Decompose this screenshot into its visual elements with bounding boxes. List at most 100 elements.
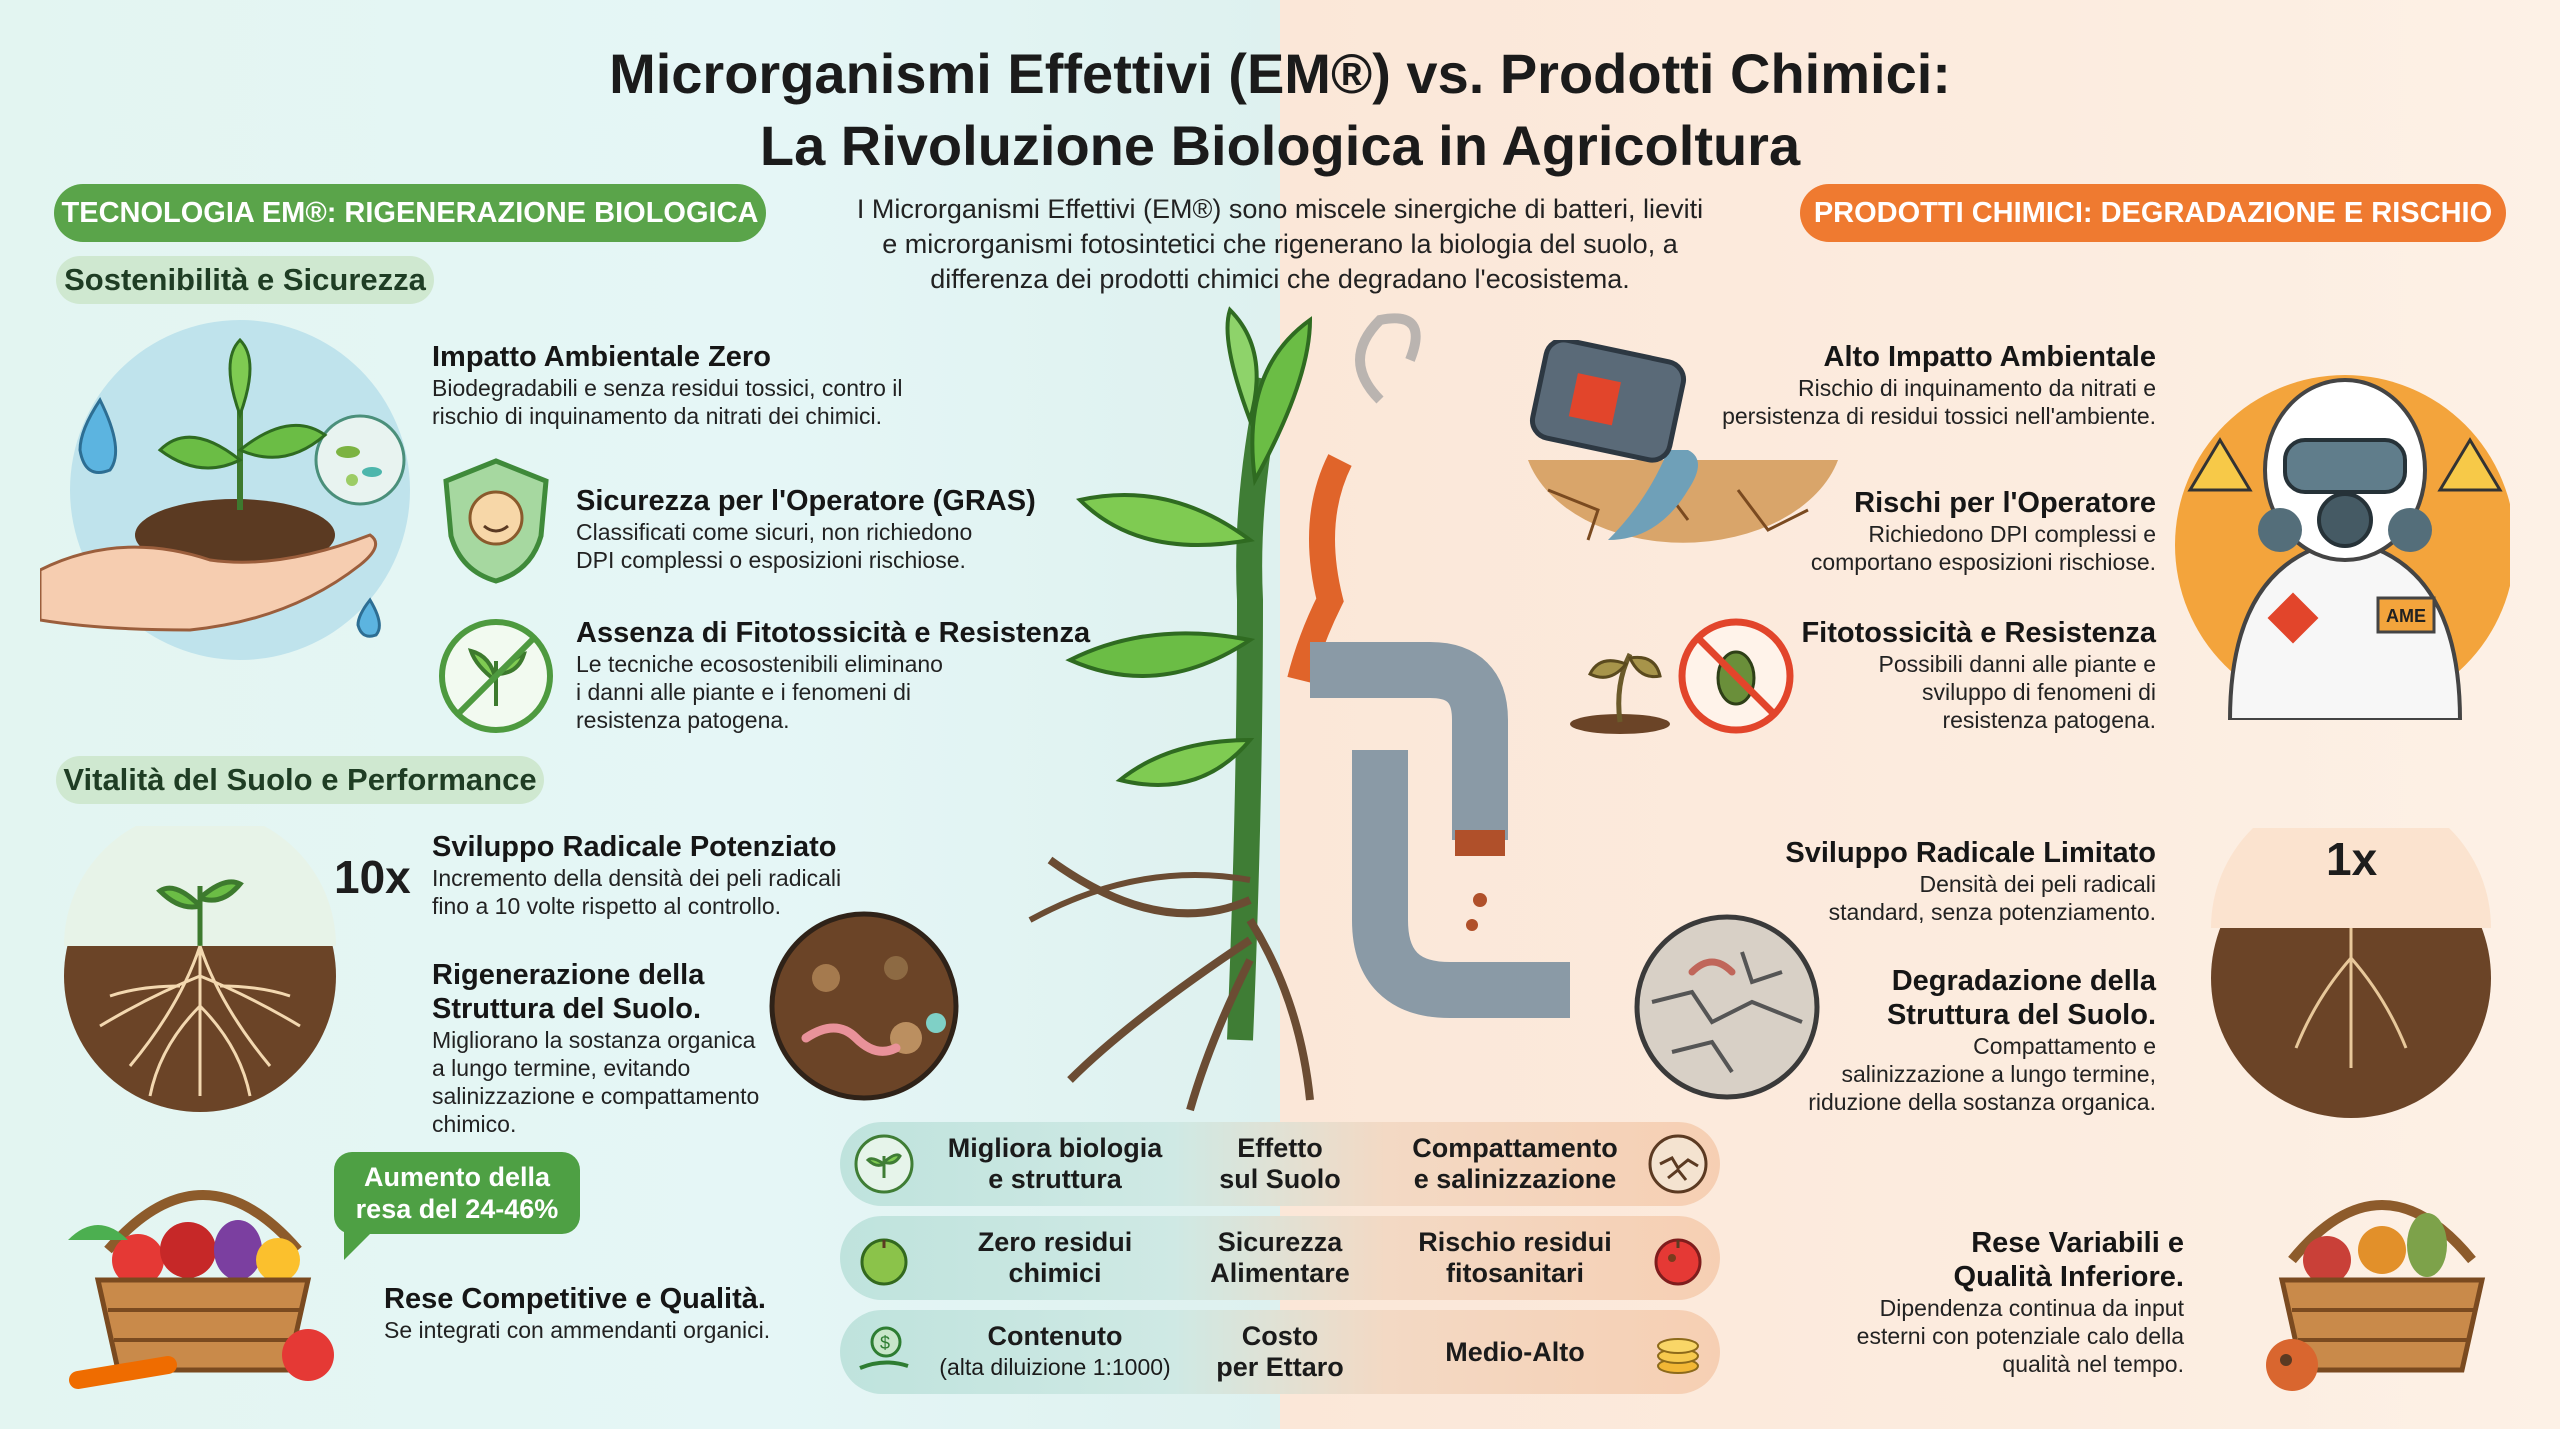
rusty-pipe-icon [1287, 313, 1570, 1018]
item-title: Sicurezza per l'Operatore (GRAS) [576, 485, 1036, 517]
no-slash [455, 635, 537, 717]
roots-limited-illustration [2211, 828, 2491, 1118]
microbe-dot [346, 474, 358, 486]
microbe-circle-icon [314, 414, 406, 506]
pear [2407, 1213, 2447, 1277]
item-desc: Migliorano la sostanza organica [432, 1027, 756, 1053]
carrot [69, 1356, 177, 1389]
item-desc: DPI complessi o esposizioni rischiose. [576, 547, 966, 573]
pebble [812, 964, 840, 992]
item-desc: salinizzazione e compattamento [432, 1083, 760, 1109]
item-limited-root-development: Sviluppo Radicale Limitato Densità dei p… [1760, 836, 2156, 926]
hand-icon [40, 533, 378, 632]
item-root-development: Sviluppo Radicale Potenziato Incremento … [432, 830, 872, 920]
sparse-roots [2294, 928, 2408, 1068]
cell-line: Medio-Alto [1445, 1336, 1585, 1367]
microbe-dot [362, 467, 382, 477]
toxic-barrel-illustration [1528, 340, 1838, 543]
cell-line: Compattamento [1412, 1133, 1618, 1163]
item-title: Rese Variabili e [1971, 1227, 2184, 1259]
intro-line-3: differenza dei prodotti chimici che degr… [930, 264, 1630, 294]
item-title: Rese Competitive e Qualità. [384, 1283, 766, 1315]
item-phytotoxicity: Fitotossicità e Resistenza Possibili dan… [1800, 616, 2156, 734]
basket-handle [104, 1190, 302, 1254]
lettuce [68, 1225, 128, 1240]
multiplier-10x: 10x [334, 851, 411, 903]
comparison-chemical-value: Medio-Alto [1380, 1310, 1650, 1394]
leaf [1587, 659, 1629, 679]
vegetable-basket-icon [68, 1190, 334, 1389]
leaf [157, 435, 243, 470]
green-apple-icon [860, 1238, 908, 1286]
item-title: Impatto Ambientale Zero [432, 341, 771, 373]
item-desc: Richiedono DPI complessi e [1868, 521, 2156, 547]
leaf [237, 423, 328, 459]
item-desc: resistenza patogena. [576, 707, 790, 733]
skull-label-icon [1568, 373, 1621, 426]
section-soil-vitality: Vitalità del Suolo e Performance [56, 756, 544, 804]
coins-icon [1657, 1338, 1699, 1374]
item-desc: persistenza di residui tossici nell'ambi… [1722, 403, 2156, 429]
item-title: Rischi per l'Operatore [1854, 487, 2156, 519]
bubble-tail [344, 1230, 374, 1260]
item-desc: sviluppo di fenomeni di [1922, 679, 2156, 705]
item-title: Sviluppo Radicale Potenziato [432, 831, 837, 863]
pepper [256, 1238, 300, 1282]
item-desc: Se integrati con ammendanti organici. [384, 1317, 771, 1343]
cracked-soil-icon [1648, 1134, 1708, 1194]
gas-mask-icon [2317, 492, 2373, 548]
microbe-dot [336, 446, 360, 458]
pebble [884, 956, 908, 980]
hand-plant-illustration [40, 320, 410, 660]
intro-line-2: e microrganismi fotosintetici che rigene… [882, 229, 1678, 259]
item-desc: chimico. [432, 1111, 517, 1137]
item-environmental-impact-zero: Impatto Ambientale Zero Biodegradabili e… [432, 340, 952, 430]
cell-line: Migliora biologia [947, 1133, 1163, 1163]
biohazard-warning-icon [2187, 437, 2253, 492]
intro-line-1: I Microrganismi Effettivi (EM®) sono mis… [856, 194, 1704, 224]
wilted-plant-icon [1570, 652, 1670, 734]
dense-roots [99, 945, 301, 1097]
comparison-row-cost: $ Contenuto(alta diluizione 1:1000) Cost… [840, 1310, 1720, 1394]
shield-operator-icon [443, 458, 549, 584]
item-title: Alto Impatto Ambientale [1823, 341, 2156, 373]
cell-line: per Ettaro [1216, 1352, 1344, 1382]
filter [2258, 508, 2302, 552]
hazmat-operator-illustration: AME [2175, 375, 2510, 720]
item-desc: standard, senza potenziamento. [1828, 899, 2156, 925]
pollution-stream [1608, 450, 1698, 540]
yield-bubble-line-1: Aumento della [363, 1162, 550, 1192]
item-desc: Compattamento e [1973, 1033, 2156, 1059]
item-no-phytotoxicity: Assenza di Fitotossicità e Resistenza Le… [576, 616, 1096, 734]
basket-handle [2288, 1200, 2476, 1264]
item-desc: Biodegradabili e senza residui tossici, … [432, 375, 903, 401]
item-desc: resistenza patogena. [1942, 707, 2156, 733]
tomato [112, 1234, 164, 1286]
red-apple-icon [1654, 1238, 1702, 1286]
comparison-em-value: Contenuto(alta diluizione 1:1000) [930, 1310, 1180, 1394]
rotten-fruit [2266, 1339, 2318, 1391]
right-header: PRODOTTI CHIMICI: DEGRADAZIONE E RISCHIO [1800, 184, 2506, 242]
item-title: Rigenerazione della [432, 959, 705, 991]
cell-line: Costo [1241, 1321, 1319, 1351]
left-header: TECNOLOGIA EM®: RIGENERAZIONE BIOLOGICA [54, 184, 766, 242]
goggles [2283, 438, 2407, 494]
item-title: Degradazione della [1891, 965, 2156, 997]
item-desc: esterni con potenziale calo della [1856, 1323, 2184, 1349]
rot-spot [2280, 1354, 2292, 1366]
basket-body [94, 1277, 312, 1373]
item-soil-degradation: Degradazione della Struttura del Suolo. … [1800, 964, 2156, 1116]
item-desc: Le tecniche ecosostenibili eliminano [576, 651, 943, 677]
roots-enhanced-illustration [64, 826, 336, 1112]
filter [2388, 508, 2432, 552]
title-line-2: La Rivoluzione Biologica in Agricoltura [759, 114, 1801, 177]
cell-line: Effetto [1237, 1133, 1323, 1163]
cell-line: fitosanitari [1445, 1258, 1585, 1288]
no-phytotoxicity-icon [439, 619, 553, 733]
microbe-dot [926, 1013, 946, 1033]
